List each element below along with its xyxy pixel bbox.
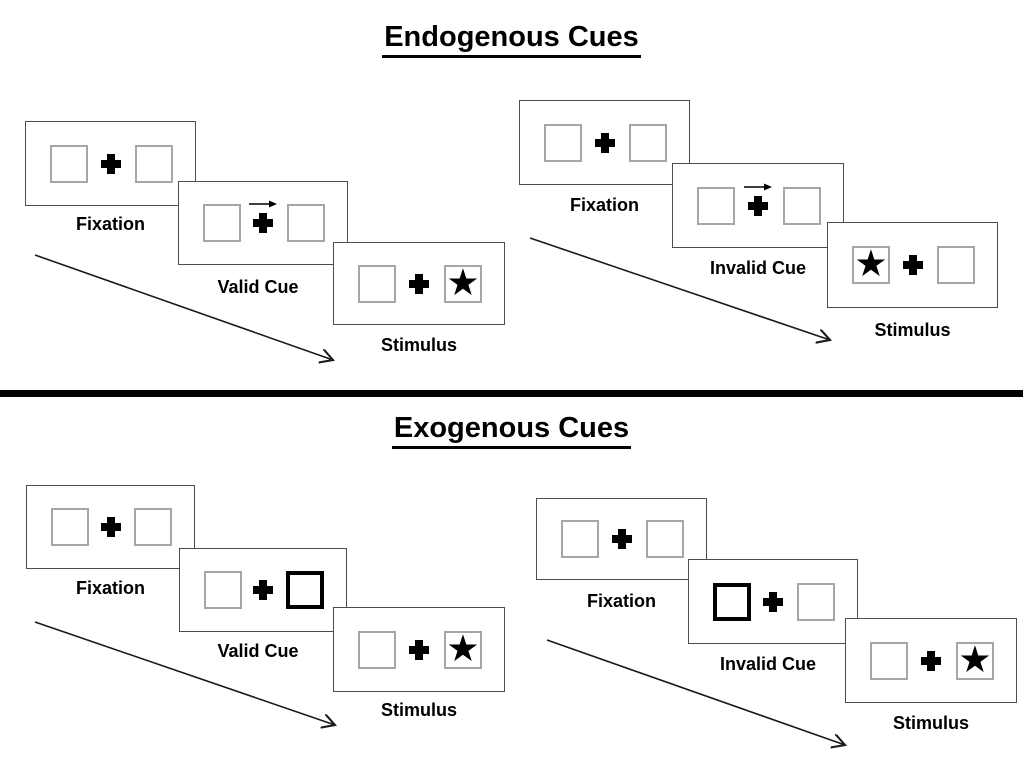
cue-box-right <box>286 571 324 609</box>
time-arrow <box>529 237 840 348</box>
right-arrow-icon <box>744 183 772 190</box>
star-icon: ★ <box>958 637 992 681</box>
fixation-label: Fixation <box>75 214 145 234</box>
stimulus-label: Stimulus <box>874 320 951 340</box>
stimulus-panel: ★ <box>333 242 505 325</box>
fixation-cross-icon <box>100 517 121 537</box>
placeholder-box-left <box>204 571 242 609</box>
fixation-cross-icon <box>253 213 273 233</box>
fixation-cross-icon <box>409 273 429 294</box>
invalid-cue-panel <box>688 559 858 644</box>
valid-cue-panel <box>179 548 347 632</box>
valid-cue-label: Valid Cue <box>217 277 299 297</box>
fixation-cross-icon <box>902 255 923 275</box>
endogenous-title-text: Endogenous Cues <box>382 21 641 58</box>
fixation-cross-icon <box>763 591 783 612</box>
placeholder-box-left <box>51 508 89 546</box>
target-box-right: ★ <box>444 626 482 670</box>
star-icon: ★ <box>446 260 480 304</box>
placeholder-box-right <box>134 508 172 546</box>
stimulus-panel: ★ <box>333 607 505 692</box>
placeholder-box-left <box>561 520 599 558</box>
placeholder-box-left <box>697 186 735 225</box>
fixation-cross-icon <box>409 639 429 660</box>
fixation-label: Fixation <box>569 195 639 215</box>
fixation-label: Fixation <box>75 578 145 598</box>
placeholder-box-left <box>358 630 396 669</box>
fixation-panel <box>536 498 707 580</box>
fixation-cross-icon <box>253 580 273 600</box>
placeholder-box-right <box>783 186 821 225</box>
stimulus-label: Stimulus <box>380 700 457 720</box>
fixation-cross-icon <box>921 650 941 671</box>
placeholder-box-left <box>203 204 241 242</box>
placeholder-box-right <box>629 123 667 162</box>
invalid-cue-label: Invalid Cue <box>719 654 817 674</box>
placeholder-box-right <box>287 204 325 242</box>
invalid-cue-label: Invalid Cue <box>709 258 807 278</box>
star-icon: ★ <box>446 626 480 670</box>
placeholder-box-right <box>135 144 173 183</box>
stimulus-panel: ★ <box>845 618 1017 703</box>
valid-cue-label: Valid Cue <box>217 641 299 661</box>
placeholder-box-right <box>937 246 975 284</box>
exogenous-title-text: Exogenous Cues <box>391 412 632 449</box>
placeholder-box-left <box>358 264 396 303</box>
time-arrow <box>34 254 342 368</box>
target-box-right: ★ <box>444 260 482 304</box>
cue-box-left <box>713 582 751 621</box>
section-divider <box>0 390 1023 397</box>
fixation-cross-icon <box>594 132 615 153</box>
placeholder-box-left <box>50 144 88 183</box>
target-box-right: ★ <box>956 637 994 681</box>
fixation-panel <box>25 121 196 206</box>
placeholder-box-left <box>870 641 908 680</box>
invalid-cue-panel <box>672 163 844 248</box>
stimulus-panel: ★ <box>827 222 998 308</box>
fixation-cross-icon <box>100 153 121 174</box>
star-icon: ★ <box>854 242 888 285</box>
placeholder-box-left <box>544 123 582 162</box>
placeholder-box-right <box>646 520 684 558</box>
fixation-cross-icon <box>611 529 632 549</box>
stimulus-label: Stimulus <box>380 335 457 355</box>
right-arrow-icon <box>249 200 277 208</box>
placeholder-box-right <box>797 582 835 621</box>
stimulus-label: Stimulus <box>892 713 969 733</box>
endogenous-section-title: Endogenous Cues <box>0 21 1023 58</box>
fixation-cross-icon <box>748 195 768 216</box>
valid-cue-panel <box>178 181 348 265</box>
target-box-left: ★ <box>852 242 890 285</box>
exogenous-section-title: Exogenous Cues <box>0 412 1023 449</box>
time-arrow <box>546 639 854 753</box>
fixation-label: Fixation <box>586 591 656 611</box>
fixation-panel <box>519 100 690 185</box>
time-arrow <box>34 621 345 734</box>
fixation-panel <box>26 485 195 569</box>
